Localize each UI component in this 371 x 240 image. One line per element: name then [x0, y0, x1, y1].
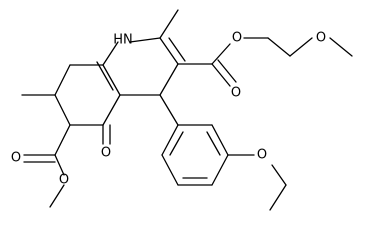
bonds — [21, 9, 353, 211]
ethoxy-oxygen-label: O — [257, 148, 267, 163]
ester-right-carbonyl-oxygen-label: O — [231, 86, 241, 101]
bond — [289, 37, 313, 57]
bond — [54, 154, 65, 176]
bond — [129, 37, 161, 43]
bond — [267, 37, 291, 57]
bond — [211, 43, 231, 65]
bond — [102, 94, 121, 126]
bond-double — [168, 37, 186, 62]
bond — [54, 64, 71, 96]
bond — [269, 184, 287, 211]
ester-left-carbonyl-oxygen-label: O — [11, 151, 21, 166]
bond — [161, 154, 179, 186]
bond-double — [206, 131, 221, 156]
bond — [159, 94, 179, 126]
bond — [102, 64, 121, 96]
bond — [271, 164, 287, 186]
atom-labels: HN O O O O O O O — [11, 31, 326, 188]
bond-double — [96, 61, 114, 91]
bond — [54, 124, 71, 156]
bond — [159, 37, 179, 65]
ester-left-ether-oxygen-label: O — [59, 173, 69, 188]
bond — [211, 124, 229, 156]
bond-double — [217, 59, 237, 83]
methoxy-oxygen-label: O — [316, 31, 326, 46]
nh-label: HN — [113, 33, 133, 48]
bond — [49, 184, 65, 208]
bond — [54, 94, 71, 126]
bond — [329, 37, 353, 57]
bond-double — [169, 131, 184, 156]
ketone-oxygen-label: O — [101, 146, 111, 161]
bond — [159, 63, 179, 96]
bond — [102, 41, 119, 66]
ester-right-ether-oxygen-label: O — [232, 31, 242, 46]
bond — [159, 9, 179, 39]
bond — [161, 124, 179, 156]
bond — [211, 63, 231, 87]
bond — [211, 154, 229, 186]
chemical-structure-diagram: HN O O O O O O O — [11, 9, 353, 211]
